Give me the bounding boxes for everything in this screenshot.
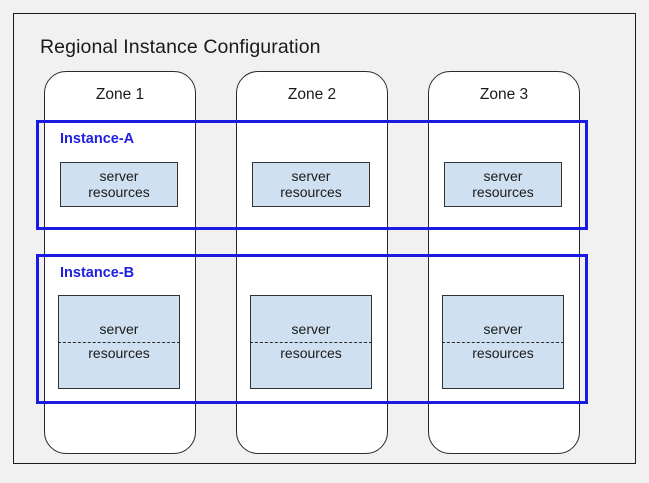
zone-container-1[interactable]: Zone 1: [44, 71, 196, 454]
server-resources-box[interactable]: server resources: [442, 295, 564, 389]
resource-line-1: server: [99, 321, 139, 338]
resource-divider-line: [250, 342, 372, 343]
page-title: Regional Instance Configuration: [40, 36, 321, 58]
zone-label: Zone 1: [95, 86, 145, 103]
resource-line-2: resources: [280, 183, 342, 200]
resource-line-1: server: [483, 167, 523, 184]
resource-line-1: server: [483, 321, 523, 338]
zone-label: Zone 2: [287, 86, 337, 103]
server-resources-box[interactable]: server resources: [58, 295, 180, 389]
instance-label: Instance-B: [60, 265, 135, 281]
server-resources-box[interactable]: server resources: [60, 162, 178, 207]
server-resources-box[interactable]: server resources: [444, 162, 562, 207]
zone-container-2[interactable]: Zone 2: [236, 71, 388, 454]
resource-line-2: resources: [472, 345, 534, 361]
resource-line-1: server: [291, 167, 331, 184]
server-resources-box[interactable]: server resources: [252, 162, 370, 207]
resource-line-1: server: [99, 167, 139, 184]
resource-line-2: resources: [280, 345, 342, 361]
zone-container-3[interactable]: Zone 3: [428, 71, 580, 454]
resource-line-2: resources: [472, 183, 534, 200]
server-resources-box[interactable]: server resources: [250, 295, 372, 389]
resource-divider-line: [442, 342, 564, 343]
resource-line-1: server: [291, 321, 331, 338]
zone-label: Zone 3: [479, 86, 529, 103]
resource-line-2: resources: [88, 345, 150, 361]
instance-label: Instance-A: [60, 131, 135, 147]
resource-divider-line: [58, 342, 180, 343]
resource-line-2: resources: [88, 183, 150, 200]
